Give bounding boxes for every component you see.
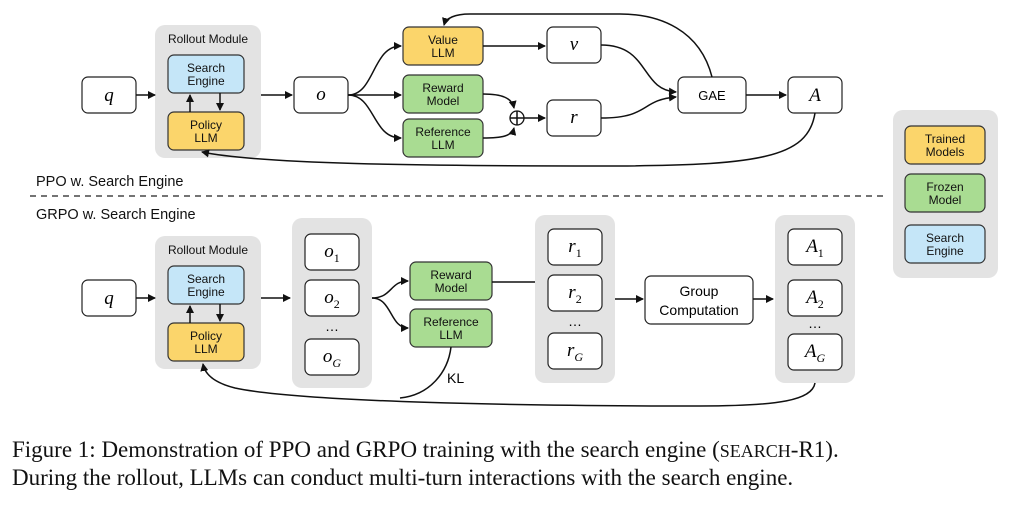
grpo-output-box: oG	[304, 338, 360, 376]
grpo-advantage-box: AG	[787, 333, 843, 371]
ppo-q-label: q	[104, 85, 114, 106]
ppo-gae-to-value-arrow	[442, 13, 713, 78]
grpo-outputs-panel: o1 o2 … oG	[292, 218, 372, 388]
ppo-a-label: A	[807, 85, 821, 106]
ppo-a-to-policy-arrow	[201, 112, 816, 167]
grpo-output-box: o1	[304, 233, 360, 271]
ppo-o-label: o	[316, 84, 326, 105]
ppo-gae-label: GAE	[698, 88, 726, 103]
grpo-advantage-label: A2	[804, 287, 824, 311]
grpo-section-label: GRPO w. Search Engine	[36, 207, 196, 223]
ppo-r-to-gae-arrow	[600, 93, 677, 119]
caption-line-2: During the rollout, LLMs can conduct mul…	[12, 465, 793, 490]
ppo-gae-box: GAE	[677, 76, 747, 114]
ppo-v-to-gae-arrow	[600, 44, 677, 96]
grpo-advantage-label: A1	[804, 236, 824, 260]
ppo-section-label: PPO w. Search Engine	[36, 174, 184, 190]
ppo-q-box: q	[81, 76, 137, 114]
legend-swatch-trained	[904, 125, 986, 165]
grpo-rewards-ellipsis: …	[568, 313, 582, 329]
grpo-q-label: q	[104, 288, 114, 309]
legend-swatch-frozen	[904, 173, 986, 213]
grpo-reward-box: r2	[547, 274, 603, 312]
grpo-rollout-title: Rollout Module	[168, 243, 248, 257]
grpo-advantages-panel: A1 A2 … AG	[775, 215, 855, 383]
ppo-r-label: r	[570, 107, 578, 128]
grpo-outputs-to-reward-arrow	[371, 277, 409, 299]
grpo-reference-kl-line	[399, 346, 452, 399]
ppo-v-box: v	[546, 26, 602, 64]
ppo-reward-to-oplus-arrow	[482, 93, 517, 109]
grpo-output-label: o1	[324, 241, 340, 265]
ppo-r-box: r	[546, 99, 602, 137]
grpo-reward-label: r2	[568, 282, 581, 306]
ppo-o-to-value-arrow	[347, 42, 402, 96]
grpo-advantages-ellipsis: …	[808, 315, 822, 331]
grpo-advantage-box: A2	[787, 279, 843, 317]
grpo-reward-box: r1	[547, 228, 603, 266]
grpo-advantage-to-policy-arrow	[200, 363, 816, 407]
ppo-rollout-title: Rollout Module	[168, 32, 248, 46]
ppo-reference-to-oplus-arrow	[482, 127, 517, 139]
grpo-advantage-label: AG	[803, 341, 826, 365]
legend-swatch-search	[904, 224, 986, 264]
grpo-advantage-box: A1	[787, 228, 843, 266]
grpo-q-box: q	[81, 279, 137, 317]
ppo-o-box: o	[293, 76, 349, 114]
caption-line-1: Figure 1: Demonstration of PPO and GRPO …	[12, 437, 839, 462]
grpo-outputs-to-reference-arrow	[371, 297, 409, 332]
grpo-rewards-panel: r1 r2 … rG	[535, 215, 615, 383]
grpo-outputs-ellipsis: …	[325, 318, 339, 334]
grpo-output-label: o2	[324, 287, 340, 311]
grpo-output-box: o2	[304, 279, 360, 317]
ppo-o-to-reference-arrow	[347, 94, 402, 142]
grpo-reward-label: r1	[568, 236, 581, 260]
grpo-output-label: oG	[323, 346, 342, 370]
grpo-reward-box: rG	[547, 332, 603, 370]
grpo-reward-label: rG	[567, 340, 583, 364]
ppo-a-box: A	[787, 76, 843, 114]
ppo-v-label: v	[570, 34, 579, 55]
grpo-kl-label: KL	[447, 370, 464, 386]
